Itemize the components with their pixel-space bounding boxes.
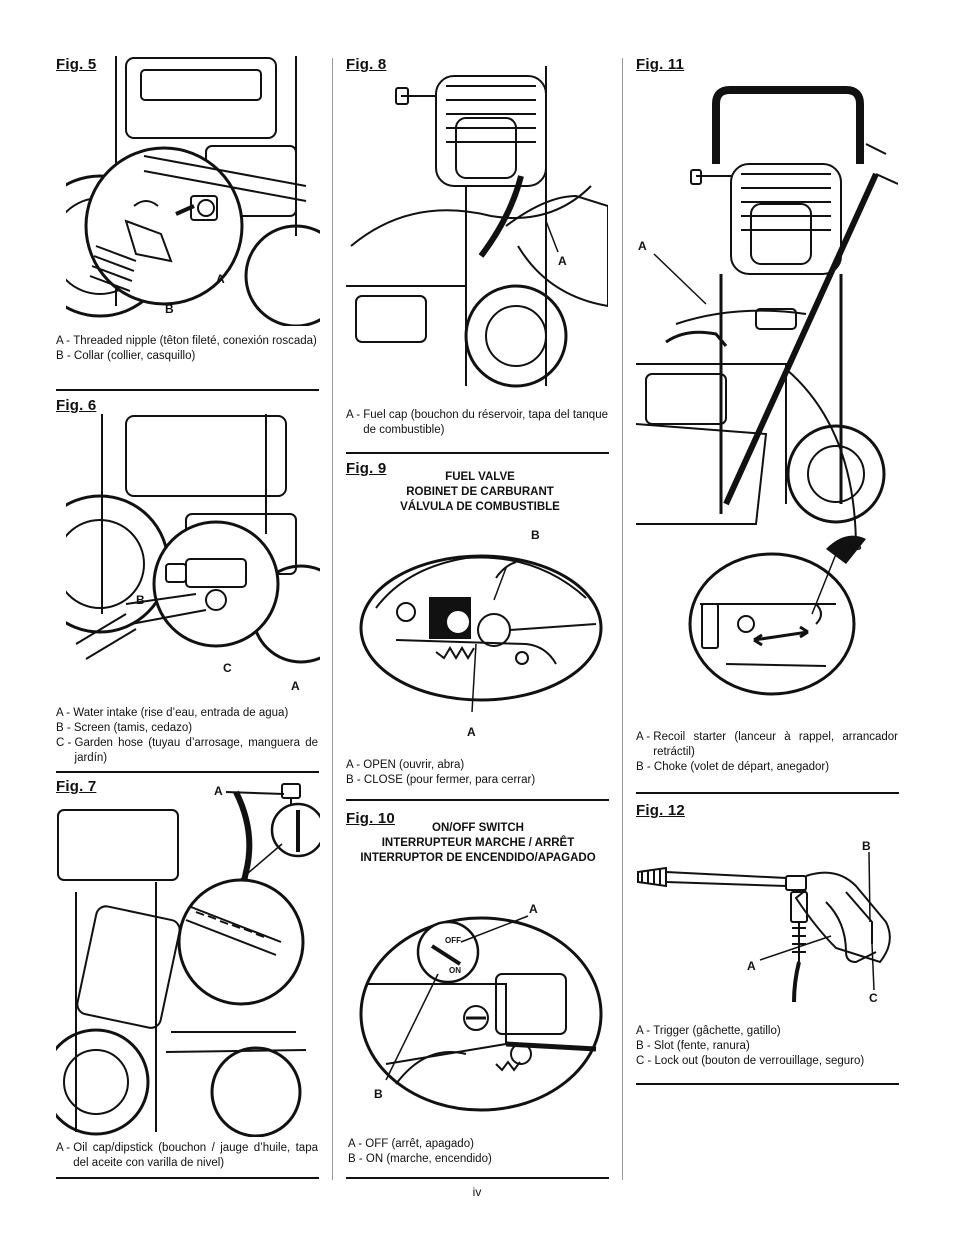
fig7-caption: A - Oil cap/dipstick (bouchon / jauge d’… <box>56 1141 318 1171</box>
fig6-label-c: C <box>223 661 232 675</box>
caption-row: B - Collar (collier, casquillo) <box>56 350 196 362</box>
fig12-illustration <box>636 852 898 1002</box>
fig8-title: Fig. 8 <box>346 56 387 73</box>
fig7-illustration <box>56 782 320 1137</box>
fig9-label-b: B <box>531 528 540 542</box>
fig8-rule <box>346 452 609 454</box>
page-number: iv <box>472 1185 482 1199</box>
fig10-heading-line: INTERRUPTOR DE ENCENDIDO/APAGADO <box>360 852 596 864</box>
fig5-label-b: B <box>165 302 174 316</box>
fig10-rule <box>346 1177 609 1179</box>
caption-row: B - CLOSE (pour fermer, para cerrar) <box>346 774 536 786</box>
fig6-caption: A - Water intake (rise d’eau, entrada de… <box>56 706 318 766</box>
fig9-label-a: A <box>467 725 476 739</box>
fig8-caption: A - Fuel cap (bouchon du réservoir, tapa… <box>346 408 608 438</box>
caption-row: B - ON (marche, encendido) <box>348 1153 492 1165</box>
caption-row: C - Lock out (bouton de verrouillage, se… <box>636 1055 865 1067</box>
fig9-title: Fig. 9 <box>346 460 387 477</box>
fig9-rule <box>346 799 609 801</box>
fig9-illustration <box>356 548 606 718</box>
fig9-heading-line: FUEL VALVE <box>445 471 515 483</box>
column-divider-1 <box>332 58 333 1180</box>
fig10-switch-off: OFF <box>445 936 461 945</box>
caption-row: A - Trigger (gâchette, gatillo) <box>636 1025 781 1037</box>
caption-row: A - Water intake (rise d’eau, entrada de… <box>56 707 289 719</box>
caption-row: A - Oil cap/dipstick (bouchon / jauge d’… <box>56 1142 318 1169</box>
fig5-title: Fig. 5 <box>56 56 97 73</box>
caption-row: A - OFF (arrêt, apagado) <box>348 1138 474 1150</box>
fig6-label-a: A <box>291 679 300 693</box>
fig9-heading: FUEL VALVE ROBINET DE CARBURANT VÁLVULA … <box>370 470 590 515</box>
fig12-rule <box>636 1083 899 1085</box>
fig12-caption: A - Trigger (gâchette, gatillo) B - Slot… <box>636 1024 898 1069</box>
fig9-heading-line: ROBINET DE CARBURANT <box>406 486 554 498</box>
fig6-title: Fig. 6 <box>56 397 97 414</box>
fig10-heading-line: INTERRUPTEUR MARCHE / ARRÊT <box>381 837 575 849</box>
caption-row: C - Garden hose (tuyau d’arrosage, mangu… <box>56 737 318 764</box>
fig6-label-b: B <box>136 593 145 607</box>
fig11-rule <box>636 792 899 794</box>
caption-row: B - Screen (tamis, cedazo) <box>56 722 193 734</box>
caption-row: A - Threaded nipple (têton fileté, conex… <box>56 335 317 347</box>
fig5-rule <box>56 389 319 391</box>
fig10-title: Fig. 10 <box>346 810 395 827</box>
fig10-illustration <box>356 914 606 1114</box>
fig10-caption: A - OFF (arrêt, apagado) B - ON (marche,… <box>348 1137 610 1167</box>
fig11-label-a: A <box>638 239 647 253</box>
fig10-label-a: A <box>529 902 538 916</box>
fig9-heading-line: VÁLVULA DE COMBUSTIBLE <box>400 501 560 513</box>
fig7-label-a: A <box>214 784 223 798</box>
fig11-illustration <box>636 84 898 696</box>
fig11-caption: A - Recoil starter (lanceur à rappel, ar… <box>636 730 898 775</box>
column-divider-2 <box>622 58 623 1180</box>
caption-row: A - Fuel cap (bouchon du réservoir, tapa… <box>346 409 608 436</box>
fig11-title: Fig. 11 <box>636 56 685 73</box>
fig9-caption: A - OPEN (ouvrir, abra) B - CLOSE (pour … <box>346 758 608 788</box>
fig10-heading: ON/OFF SWITCH INTERRUPTEUR MARCHE / ARRÊ… <box>346 821 610 866</box>
fig5-caption: A - Threaded nipple (têton fileté, conex… <box>56 334 318 364</box>
fig10-label-b: B <box>374 1087 383 1101</box>
fig7-rule <box>56 1177 319 1179</box>
fig12-label-c: C <box>869 991 878 1005</box>
caption-row: A - Recoil starter (lanceur à rappel, ar… <box>636 731 898 758</box>
fig10-switch-on: ON <box>449 966 461 975</box>
fig6-rule <box>56 771 319 773</box>
fig8-label-a: A <box>558 254 567 268</box>
fig7-title: Fig. 7 <box>56 778 97 795</box>
caption-row: B - Choke (volet de départ, anegador) <box>636 761 830 773</box>
fig12-title: Fig. 12 <box>636 802 685 819</box>
fig5-illustration <box>66 56 320 326</box>
fig12-label-a: A <box>747 959 756 973</box>
caption-row: B - Slot (fente, ranura) <box>636 1040 750 1052</box>
fig8-illustration <box>346 56 608 392</box>
fig11-label-b: B <box>853 539 862 553</box>
fig12-label-b: B <box>862 839 871 853</box>
fig5-label-a: A <box>216 272 225 286</box>
fig10-heading-line: ON/OFF SWITCH <box>432 822 524 834</box>
caption-row: A - OPEN (ouvrir, abra) <box>346 759 465 771</box>
fig6-illustration <box>66 414 320 694</box>
